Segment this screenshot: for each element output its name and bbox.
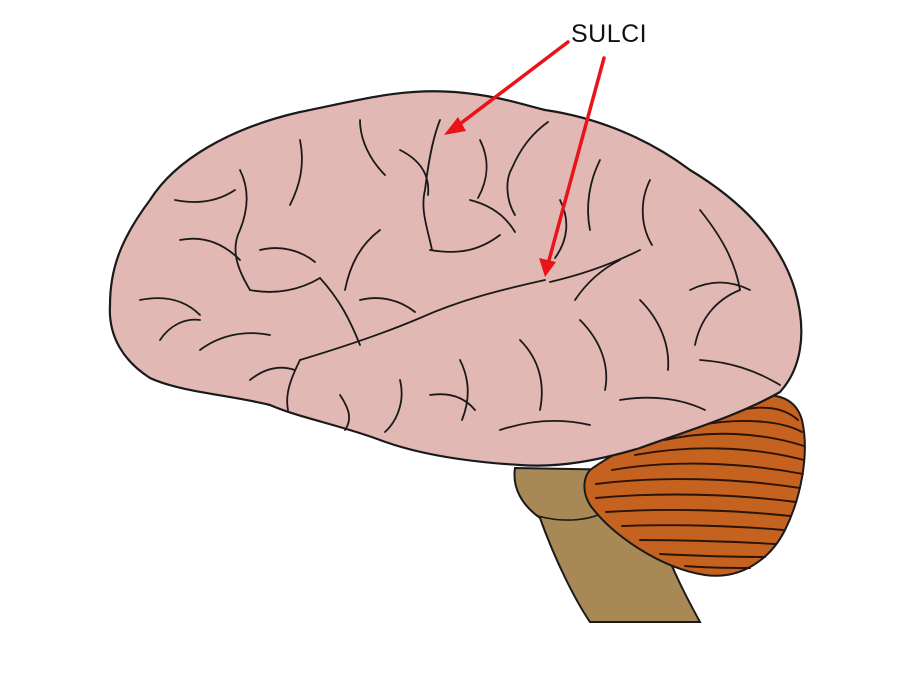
cerebellum-folia: [595, 406, 805, 569]
cerebrum-gyri: [139, 119, 781, 433]
arrowhead-lateral: [539, 258, 556, 277]
arrowhead-upper: [444, 117, 466, 135]
arrow-to-lateral-sulcus: [546, 56, 606, 266]
sulci-callout-arrows: [444, 40, 606, 277]
cerebrum: [108, 90, 803, 467]
arrow-to-upper-sulcus: [450, 40, 570, 132]
sulci-label: SULCI: [571, 20, 648, 48]
